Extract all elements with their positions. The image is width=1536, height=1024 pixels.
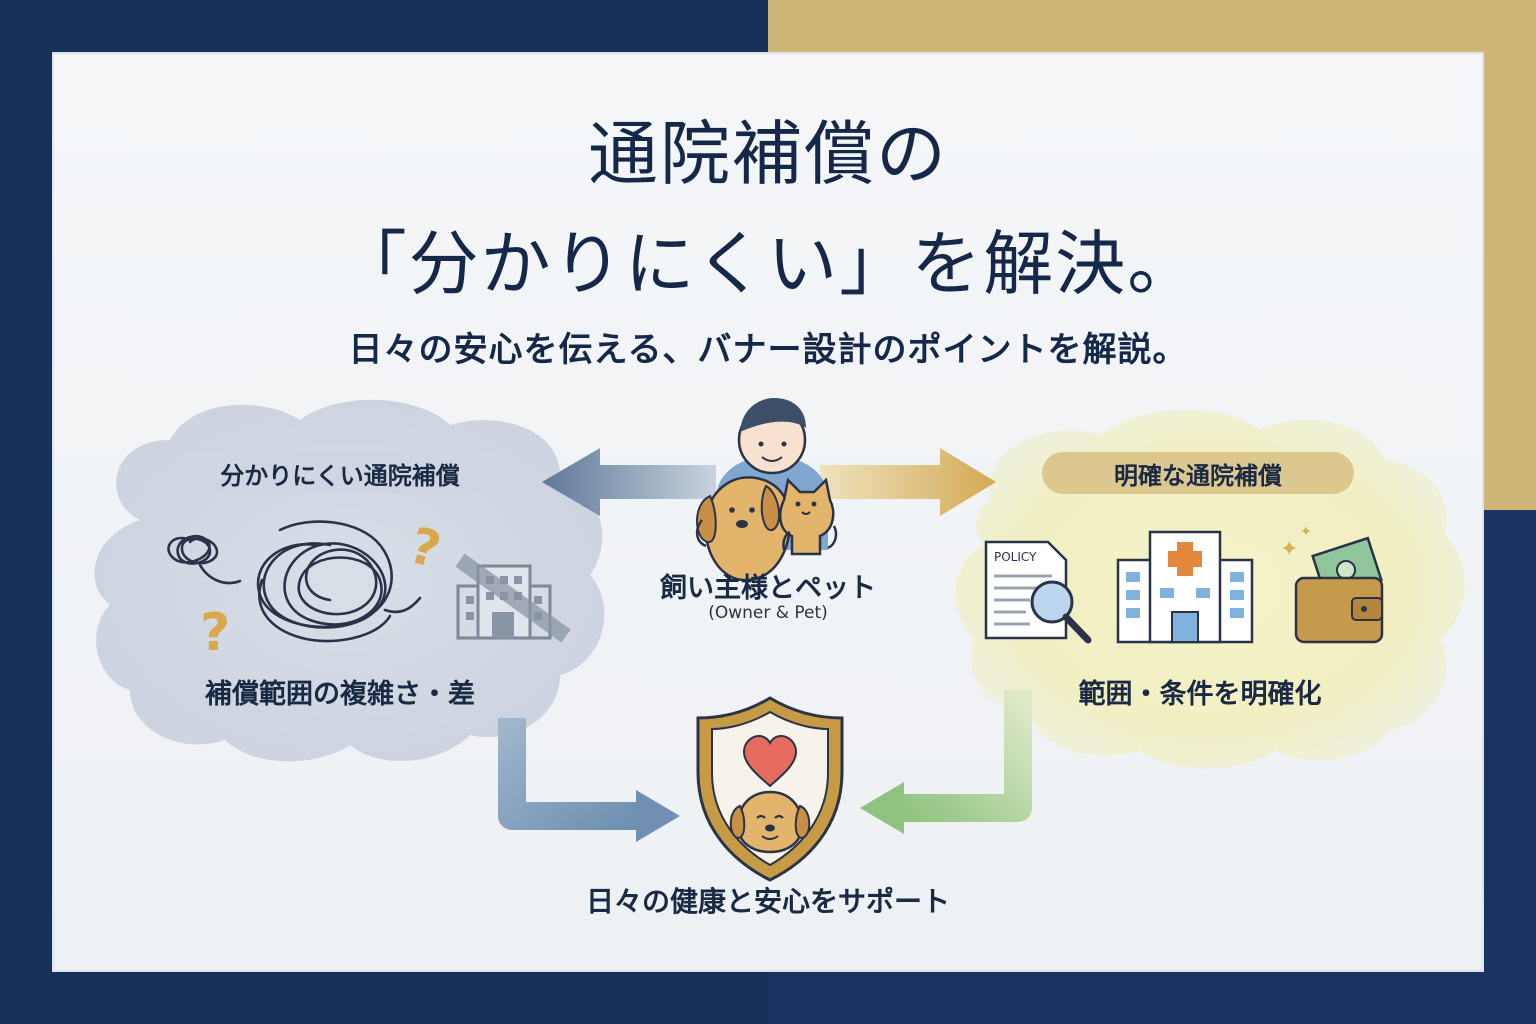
owner-pet-caption-en: (Owner & Pet)	[708, 603, 828, 623]
clear-caption: 範囲・条件を明確化	[1078, 679, 1322, 710]
arrow-confusing-to-support	[498, 718, 680, 842]
arrow-clear-to-support	[860, 690, 1032, 834]
arrow-to-clear	[820, 448, 996, 516]
hospital-icon	[1116, 530, 1254, 644]
dog-face-icon	[729, 790, 811, 854]
heart-icon	[742, 734, 798, 788]
svg-text:✦: ✦	[1300, 524, 1312, 540]
svg-text:?: ?	[200, 603, 230, 663]
clear-coverage-pill: 明確な通院補償	[1042, 452, 1354, 494]
tangle-icon	[167, 520, 422, 643]
cat-icon	[778, 477, 838, 556]
title-line-1: 通院補償の	[588, 113, 948, 195]
arrow-to-confusing	[542, 448, 716, 516]
svg-text:✦: ✦	[1280, 537, 1298, 562]
confusing-caption: 補償範囲の複雑さ・差	[205, 679, 475, 710]
policy-label: POLICY	[994, 550, 1037, 564]
wallet-icon: ✦ ✦	[1280, 524, 1384, 644]
support-caption: 日々の健康と安心をサポート	[585, 885, 950, 918]
crossed-hospital-icon	[455, 553, 571, 643]
subtitle: 日々の安心を伝える、バナー設計のポイントを解説。	[348, 330, 1188, 370]
owner-pet-caption: 飼い主様とペット	[660, 573, 876, 604]
magnifier-icon	[1030, 580, 1092, 644]
confusing-coverage-pill: 分かりにくい通院補償	[172, 452, 508, 494]
dog-icon	[695, 476, 792, 582]
title-line-2: 「分かりにくい」を解決。	[336, 223, 1200, 305]
